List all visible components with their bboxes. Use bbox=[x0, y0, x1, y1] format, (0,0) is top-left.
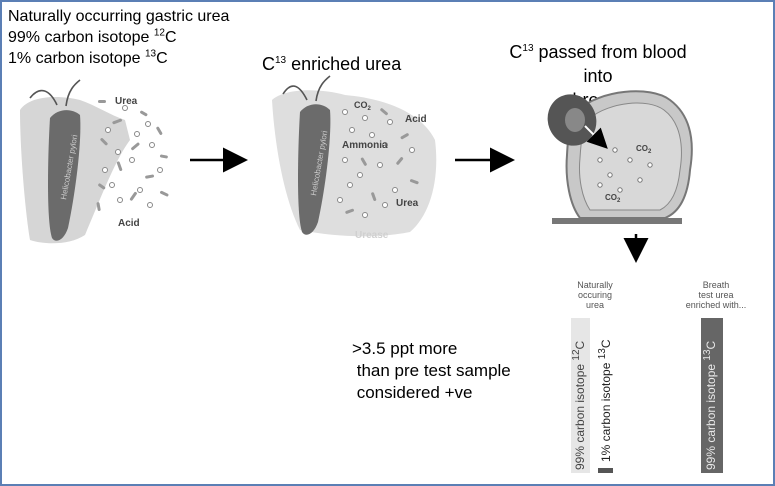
panel2-caption-prefix: C bbox=[262, 54, 275, 74]
panel3-co2-a-text: CO bbox=[636, 144, 648, 153]
panel3-diffusion-arrow bbox=[584, 125, 608, 149]
panel2-urea-label: Urea bbox=[396, 198, 419, 209]
intro-line-3-sup: 13 bbox=[144, 48, 157, 60]
panel1-particle bbox=[160, 190, 169, 197]
threshold-line-1: >3.5 ppt more bbox=[352, 339, 458, 358]
intro-line-3-suffix: C bbox=[156, 50, 168, 67]
panel1-particle bbox=[116, 161, 123, 171]
bar-breath-13c-label: 99% carbon isotope 13C bbox=[702, 340, 718, 470]
panel2-caption-suffix: enriched urea bbox=[286, 54, 402, 74]
bar-breath-13c bbox=[701, 318, 723, 473]
panel1-particle bbox=[159, 154, 168, 159]
panel1-acid-label: Acid bbox=[118, 218, 140, 229]
panel3-caption-prefix: C bbox=[509, 42, 523, 62]
panel2-caption-sup: 13 bbox=[275, 55, 287, 66]
panel2-urease-label: Urease bbox=[355, 230, 389, 241]
panel2-flagellum-a bbox=[282, 85, 308, 101]
comparison-right-heading: Breath test urea enriched with... bbox=[685, 280, 747, 310]
panel2-flagellum-b bbox=[315, 75, 331, 102]
threshold-text: >3.5 ppt more than pre test sample consi… bbox=[352, 338, 511, 404]
panel1-bacterium-body bbox=[48, 110, 81, 241]
panel1-particle bbox=[98, 100, 106, 103]
threshold-line-2: than pre test sample bbox=[352, 361, 511, 380]
panel1-flagellum-a bbox=[29, 89, 58, 106]
panel1-particle bbox=[140, 110, 148, 117]
panel3-co2-label-b: CO2 bbox=[605, 193, 621, 204]
bar-natural-12c-label: 99% carbon isotope 12C bbox=[571, 340, 587, 470]
bar-c-suffix: C bbox=[704, 340, 718, 350]
panel3-co2-b-text: CO bbox=[605, 193, 617, 202]
intro-line-3: 1% carbon isotope 13C bbox=[8, 48, 229, 69]
panel2-ammonia-label: Ammonia bbox=[342, 140, 388, 151]
panel3-co2-b-sub: 2 bbox=[617, 198, 621, 204]
panel3-blood-cell-core bbox=[565, 108, 585, 132]
panel3-co2-a-sub: 2 bbox=[648, 149, 652, 155]
panel1-particle bbox=[96, 202, 101, 212]
intro-line-2-text: 99% carbon isotope bbox=[8, 29, 154, 46]
bar-b-sup: 13 bbox=[597, 348, 608, 360]
intro-line-2-sup: 12 bbox=[153, 27, 165, 39]
bar-b-text: 1% carbon isotope bbox=[599, 359, 613, 462]
panel1-particle bbox=[112, 118, 122, 125]
bar-c-sup: 13 bbox=[702, 349, 713, 361]
bar-natural-12c bbox=[571, 318, 590, 473]
bar-a-suffix: C bbox=[573, 340, 587, 350]
panel2-bacterium-body bbox=[298, 104, 331, 235]
intro-text: Naturally occurring gastric urea 99% car… bbox=[8, 6, 229, 69]
panel1-illustration: Urea Acid Helicobacter pylori bbox=[20, 79, 169, 244]
panel3-caption-suffix: passed from blood into bbox=[533, 42, 687, 86]
panel3-membrane bbox=[552, 218, 682, 224]
intro-line-1: Naturally occurring gastric urea bbox=[8, 8, 230, 25]
intro-line-3-text: 1% carbon isotope bbox=[8, 50, 145, 67]
panel3-illustration: CO2 CO2 bbox=[547, 90, 693, 224]
panel1-particle bbox=[100, 138, 108, 146]
panel2-illustration: CO2 Acid Ammonia Urea Urease Helicobacte… bbox=[272, 75, 437, 241]
bar-natural-13c bbox=[598, 468, 613, 473]
panel1-particle bbox=[156, 126, 163, 135]
panel1-urea-label: Urea bbox=[115, 96, 138, 107]
bar-a-text: 99% carbon isotope bbox=[573, 360, 587, 470]
panel3-caption-line1: C13 passed from blood into bbox=[498, 40, 698, 88]
panel1-particle bbox=[129, 191, 137, 201]
panel2-co2-label: CO2 bbox=[354, 100, 372, 112]
intro-line-2: 99% carbon isotope 12C bbox=[8, 27, 229, 48]
panel1-particle bbox=[98, 183, 106, 190]
bar-natural-13c-label: 1% carbon isotope 13C bbox=[597, 339, 613, 462]
panel3-caption-sup: 13 bbox=[522, 43, 534, 54]
threshold-line-3: considered +ve bbox=[352, 383, 473, 402]
panel1-particle bbox=[131, 142, 140, 151]
panel2-caption: C13 enriched urea bbox=[262, 54, 401, 75]
panel2-co2-text: CO bbox=[354, 100, 368, 110]
bar-a-sup: 12 bbox=[571, 349, 582, 361]
panel1-particle bbox=[145, 174, 155, 179]
panel2-co2-sub: 2 bbox=[368, 106, 372, 112]
panel1-flagellum-b bbox=[65, 79, 81, 107]
bar-c-text: 99% carbon isotope bbox=[704, 360, 718, 470]
panel2-halo bbox=[272, 90, 437, 237]
panel2-acid-label: Acid bbox=[405, 114, 427, 125]
bar-b-suffix: C bbox=[599, 339, 613, 349]
panel3-co2-label-a: CO2 bbox=[636, 144, 652, 155]
intro-line-2-suffix: C bbox=[165, 29, 177, 46]
comparison-left-heading: Naturally occuring urea bbox=[577, 280, 613, 310]
